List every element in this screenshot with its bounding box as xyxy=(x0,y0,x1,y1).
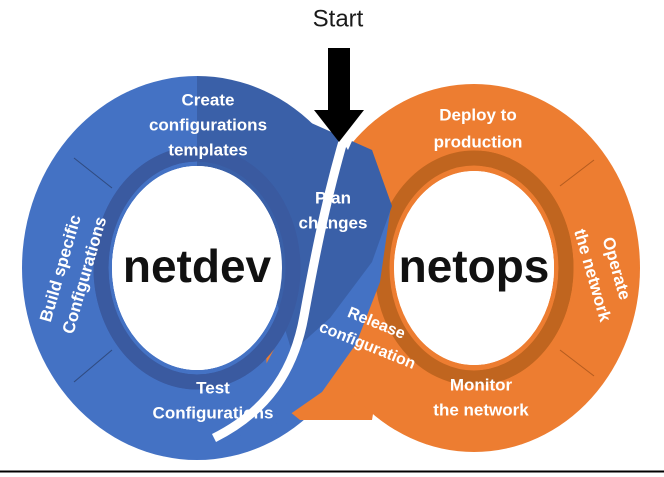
segment-test-configurations[interactable]: Test Configurations xyxy=(153,378,274,422)
start-label: Start xyxy=(313,5,364,32)
seg-line: Create xyxy=(182,90,235,109)
netdev-inner-rim-top xyxy=(93,146,301,390)
crossover-region xyxy=(93,104,574,443)
netops-hub-disc-top xyxy=(394,171,554,365)
netdev-hub-disc-top xyxy=(112,166,282,370)
netdev-divider-bottom xyxy=(73,349,113,383)
netops-divider-bottom xyxy=(559,349,595,377)
netops-hub-label: netops xyxy=(399,240,550,292)
segment-create-configurations-templates[interactable]: Create configurations templates xyxy=(149,90,267,159)
seg-line: Monitor xyxy=(450,375,513,394)
segment-deploy-to-production[interactable]: Deploy to production xyxy=(434,105,523,151)
seg-line: Configurations xyxy=(153,403,274,422)
seg-line: Deploy to xyxy=(439,105,516,124)
down-arrow-icon xyxy=(314,48,364,142)
segment-monitor-the-network[interactable]: Monitor the network xyxy=(433,375,529,419)
segment-plan-changes[interactable]: Plan changes xyxy=(299,188,368,232)
loop-gap-lower xyxy=(211,110,357,443)
netdev-divider-top xyxy=(73,157,113,189)
seg-line: Plan xyxy=(315,188,351,207)
seg-line: templates xyxy=(168,140,247,159)
start-marker: Start xyxy=(313,5,364,142)
seg-line: production xyxy=(434,132,523,151)
seg-line: Test xyxy=(196,378,230,397)
netdev-hub-label: netdev xyxy=(123,240,272,292)
seg-line: changes xyxy=(299,213,368,232)
netops-divider-top xyxy=(559,159,595,187)
seg-line: the network xyxy=(433,400,529,419)
seg-line: configurations xyxy=(149,115,267,134)
